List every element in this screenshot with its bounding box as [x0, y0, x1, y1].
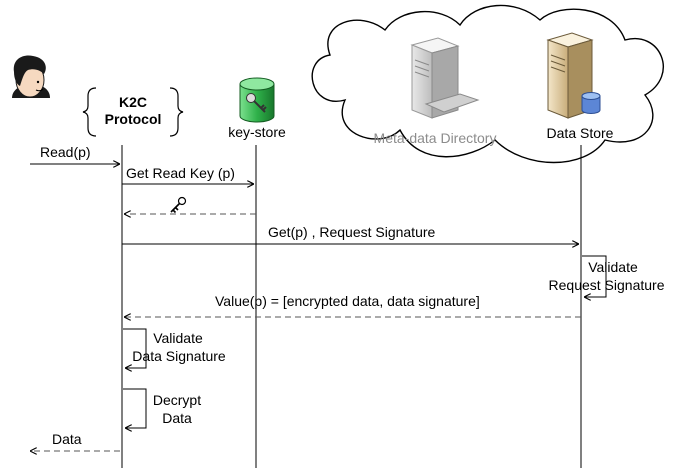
protocol-brace-left [82, 87, 97, 137]
decrypt-label-line1: Decrypt [152, 392, 202, 408]
read-message-label: Read(p) [40, 144, 91, 160]
decrypt-label-line2: Data [162, 410, 192, 426]
metadata-directory-label: Meta-data Directory [373, 130, 497, 146]
get-read-key-label: Get Read Key (p) [126, 165, 235, 181]
validate-data-label-line1: Validate [153, 330, 203, 346]
keystore-label: key-store [228, 124, 286, 140]
protocol-label-line1: K2C [118, 94, 147, 110]
value-response-label: Value(p) = [encrypted data, data signatu… [215, 293, 480, 309]
key-icon [170, 196, 187, 214]
user-icon [12, 55, 50, 98]
decrypt-loop [123, 388, 147, 428]
validate-request-loop [582, 255, 607, 297]
key-cylinder-icon [239, 77, 275, 123]
validate-request-label-line1: Validate [588, 259, 638, 275]
data-return-label: Data [52, 431, 82, 447]
protocol-label-line2: Protocol [104, 111, 162, 127]
server-icon [410, 37, 480, 119]
validate-request-label-line2: Request Signature [548, 277, 665, 293]
get-request-label: Get(p) , Request Signature [268, 224, 436, 240]
data-store-label: Data Store [546, 125, 614, 141]
validate-data-label-line2: Data Signature [132, 348, 226, 364]
protocol-brace-right [169, 87, 184, 137]
validate-data-loop [123, 328, 147, 368]
database-server-icon [546, 32, 601, 119]
